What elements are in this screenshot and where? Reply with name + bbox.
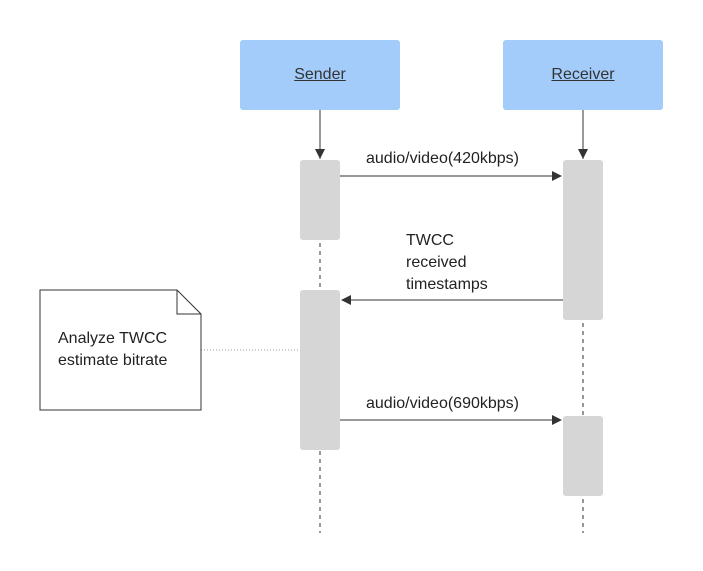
note-line-2: estimate bitrate — [58, 352, 168, 369]
message-label-2-line-3: timestamps — [406, 276, 488, 293]
participant-sender: Sender — [240, 40, 400, 110]
note-line-1: Analyze TWCC — [58, 330, 168, 347]
message-label-1: audio/video(420kbps) — [366, 150, 519, 167]
participant-receiver-label: Receiver — [551, 66, 615, 83]
message-label-3: audio/video(690kbps) — [366, 395, 519, 412]
message-label-2-line-2: received — [406, 254, 467, 271]
sender-activation-1 — [300, 160, 340, 240]
receiver-activation-2 — [563, 416, 603, 496]
participant-receiver: Receiver — [503, 40, 663, 110]
message-label-2-line-1: TWCC — [406, 232, 454, 249]
note-fold — [176, 290, 201, 315]
receiver-activation-1 — [563, 160, 603, 320]
participant-sender-label: Sender — [294, 66, 346, 83]
sender-activation-2 — [300, 290, 340, 450]
note-shape — [39, 289, 202, 411]
